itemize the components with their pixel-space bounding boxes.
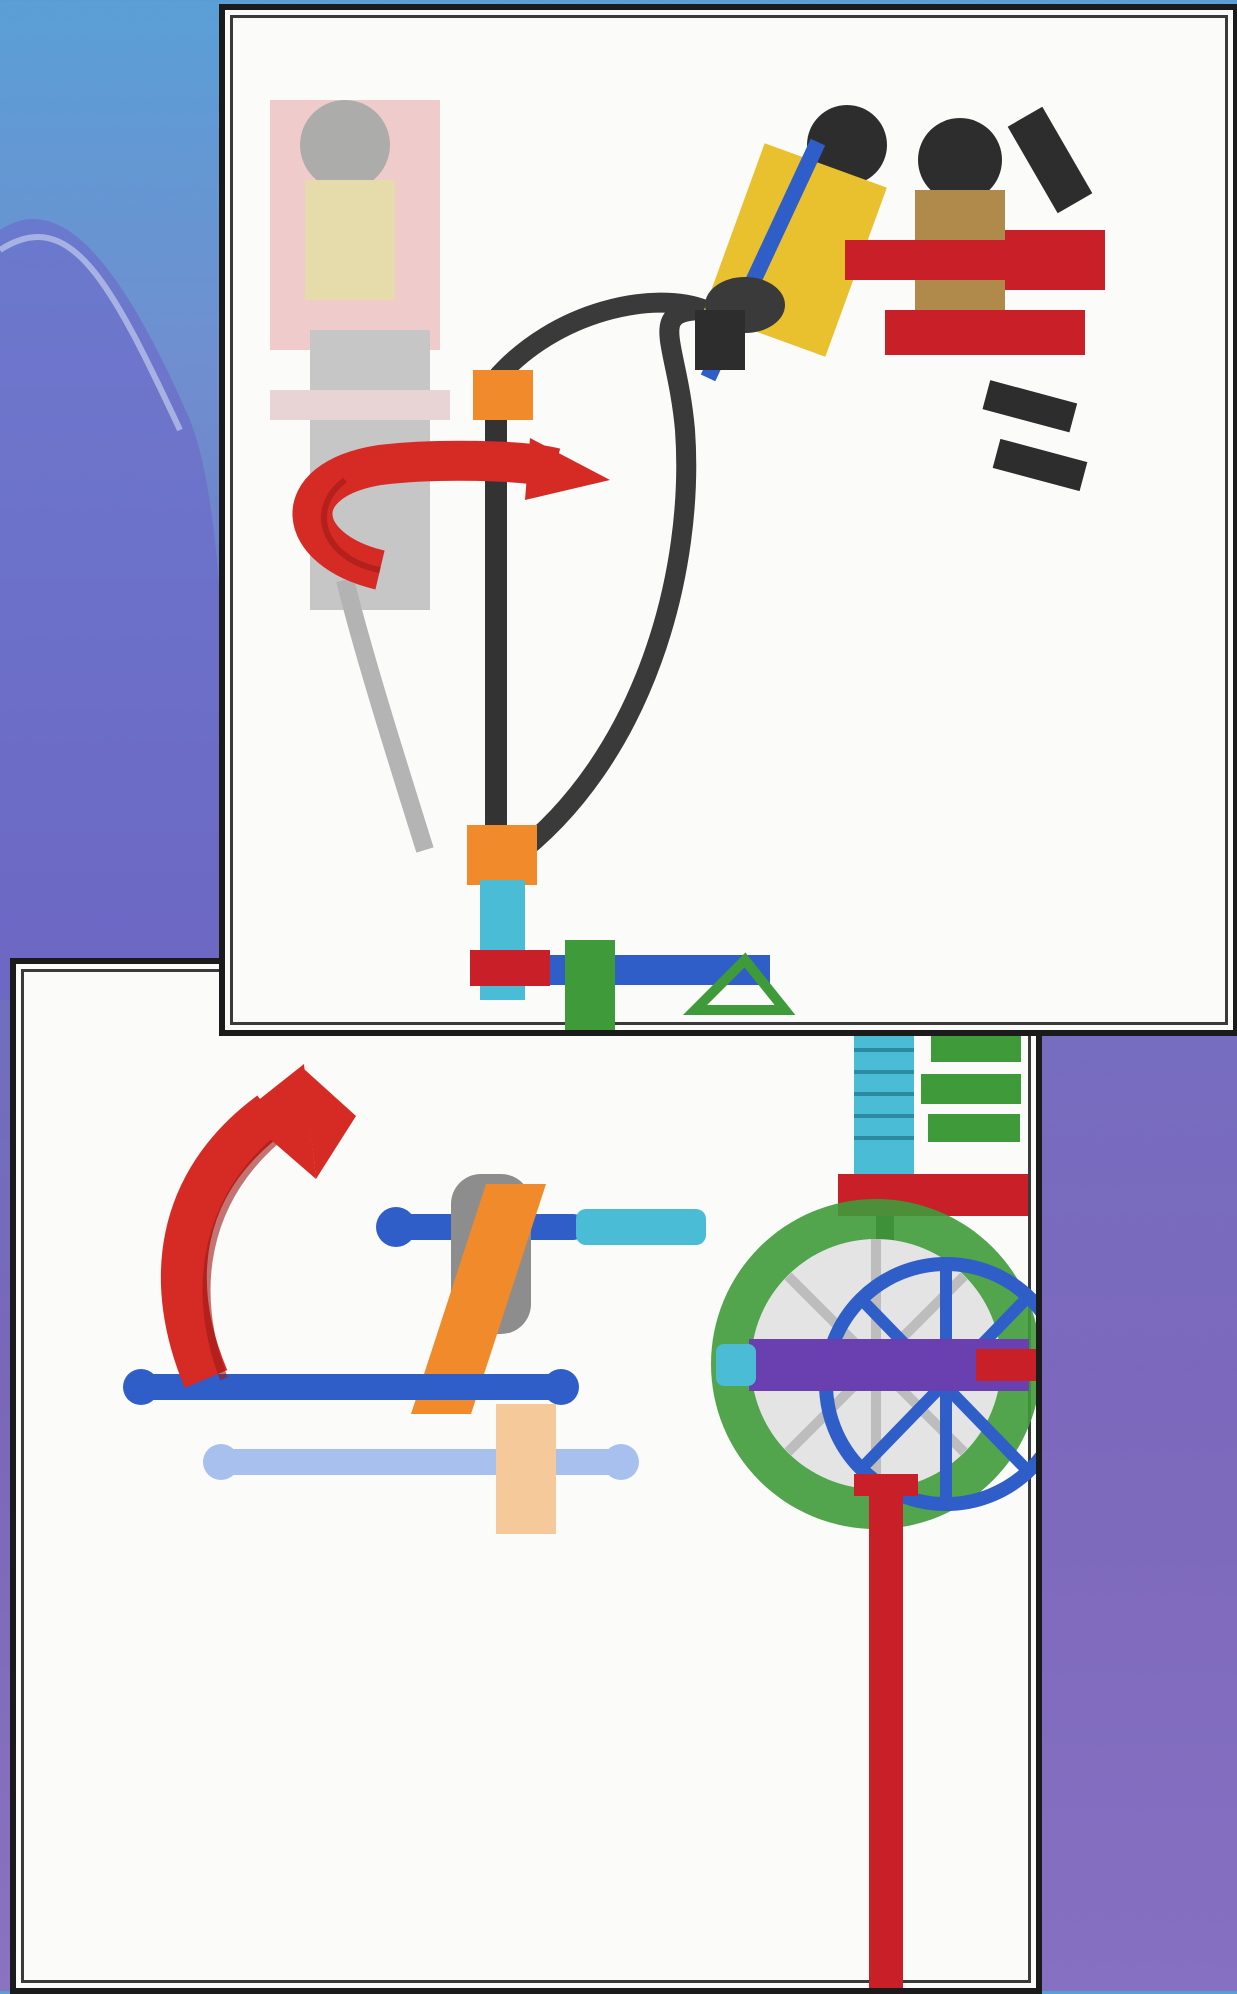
central-rod — [467, 298, 785, 1030]
red-rod-bottom — [854, 1474, 918, 1988]
instruction-panel-bottom — [10, 958, 1042, 1994]
assembly-illustration-bottom — [16, 964, 1036, 1988]
mountain-shape — [0, 219, 226, 1000]
figure-right — [695, 105, 1105, 491]
instruction-panel-top — [219, 4, 1237, 1036]
curved-up-arrow-icon — [184, 1064, 356, 1379]
assembly-illustration-top — [225, 10, 1233, 1030]
